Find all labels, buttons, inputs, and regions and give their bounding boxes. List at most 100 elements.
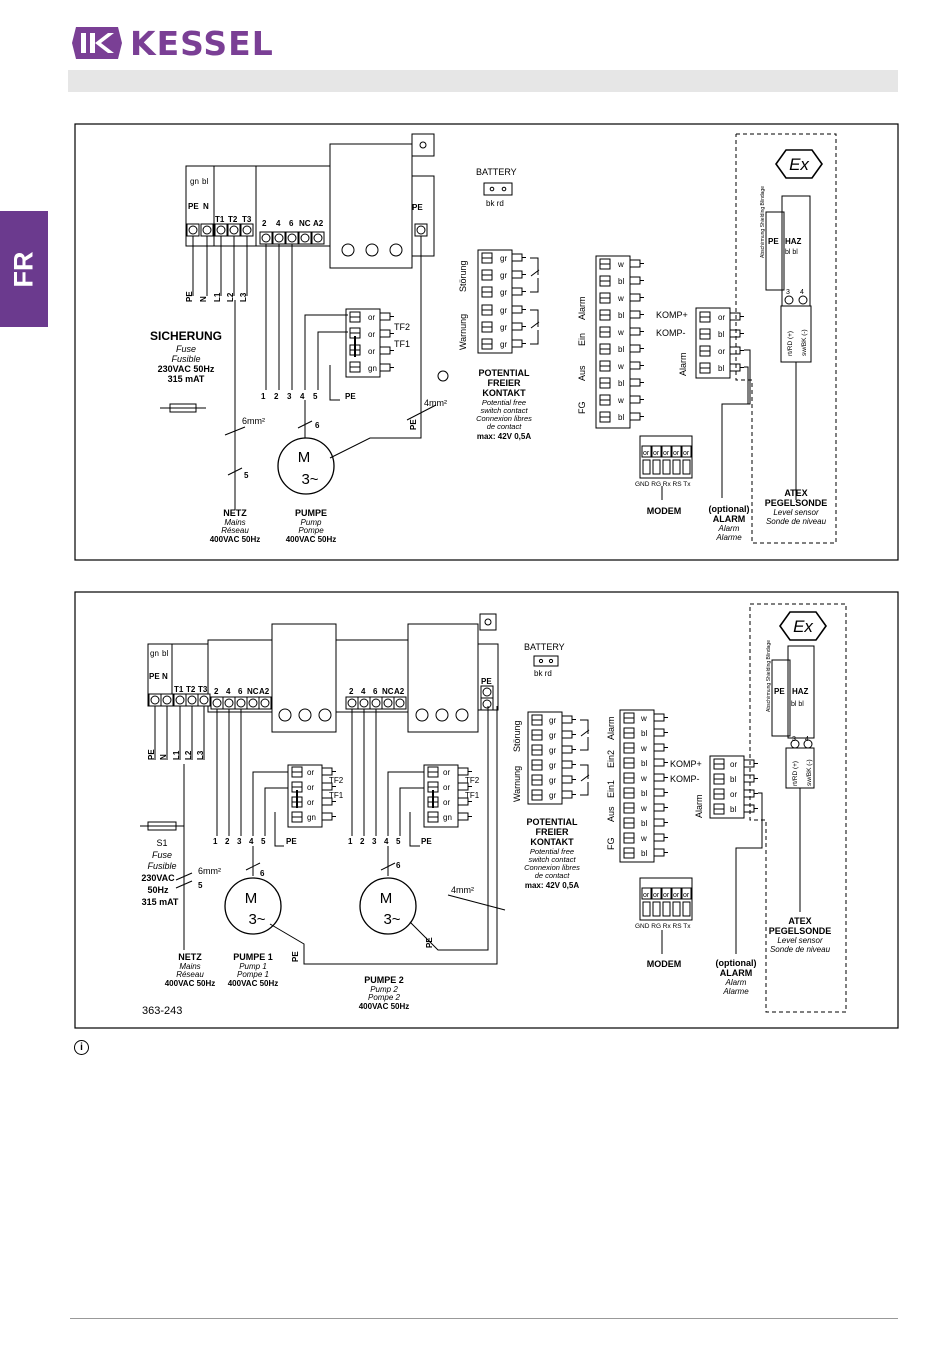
d2-n1: 1 <box>213 837 218 846</box>
d1-pot-l5: switch contact <box>480 406 528 415</box>
d2-motors <box>224 877 417 935</box>
d2-netz-l2: Réseau <box>176 970 204 979</box>
d1-tf-block <box>329 308 395 401</box>
d2-wire-l1: L1 <box>172 750 181 760</box>
d1-term-gn: gn <box>190 177 199 186</box>
d1-term-t3: T3 <box>242 215 252 224</box>
d2-s1-hz: 50Hz <box>147 885 169 895</box>
d2-term-t3: T3 <box>198 685 208 694</box>
info-icon: i <box>74 1040 89 1055</box>
d1-atex-l3: Level sensor <box>773 508 819 517</box>
d1-fuse-symbol <box>160 403 206 413</box>
d1-rw-5: bl <box>618 345 624 354</box>
d1-modem-or5: or <box>683 450 690 457</box>
d2-gr-1: gr <box>549 716 556 725</box>
d2-n2: 2 <box>225 837 230 846</box>
d1-pot-l3: KONTAKT <box>482 388 526 398</box>
d1-rw-7: bl <box>618 379 624 388</box>
d1-modem <box>639 435 693 500</box>
d1-term-n: N <box>203 202 209 211</box>
d2-battery <box>533 655 559 667</box>
d2-modem-or5: or <box>683 892 690 899</box>
d2-5b: 5 <box>198 881 203 890</box>
d1-motor-m: M <box>298 449 311 466</box>
d1-pot-l8: max: 42V 0,5A <box>477 432 531 441</box>
d1-wire-l1: L1 <box>213 292 222 302</box>
d1-tf-or3: or <box>368 347 375 356</box>
d1-sensor-4: 4 <box>800 289 804 296</box>
d2-komp-plus: KOMP+ <box>670 759 702 769</box>
d2-figure-code: 363-243 <box>142 1005 182 1017</box>
d2-fuse <box>140 821 184 831</box>
d1-gr-4: gr <box>500 306 507 315</box>
d1-alarm-l3: Alarm <box>718 524 740 533</box>
d2-s1-v: 230VAC <box>141 873 175 883</box>
d1-pot-l1: POTENTIAL <box>479 368 531 378</box>
d1-kw-2: or <box>718 347 725 356</box>
d1-wire-pe: PE <box>185 291 194 302</box>
d2-ex-symbol: Ex <box>793 617 813 636</box>
d1-kw-1: bl <box>718 330 724 339</box>
d2-p1-6: 6 <box>238 687 243 696</box>
d2-alarm-label: Alarm <box>606 716 616 740</box>
d2-wire-labels: PE N L1 L2 L3 1 2 3 4 5 PE 1 2 3 4 5 PE … <box>147 749 474 962</box>
d1-modem-or2: or <box>653 450 660 457</box>
d1-rw-3: bl <box>618 311 624 320</box>
d1-tf-labels: or or or gn TF2 TF1 <box>368 313 410 373</box>
d1-battery-text: BATTERY bk rd <box>476 167 517 208</box>
kessel-logo-mark <box>72 27 122 59</box>
d1-netz-l3: 400VAC 50Hz <box>210 535 261 544</box>
d2-m2: 2 <box>360 837 365 846</box>
d2-p2-l1: Pump 2 <box>370 985 398 994</box>
d2-m5: 5 <box>396 837 401 846</box>
d2-m2-p: 3~ <box>383 911 400 928</box>
d1-ein-label: Ein <box>577 333 587 346</box>
d2-p2-6: 6 <box>373 687 378 696</box>
d1-rw-8: w <box>617 396 624 405</box>
d2-m1-p: 3~ <box>248 911 265 928</box>
d1-term-bl: bl <box>202 177 208 186</box>
d2-alarm-l3: Alarm <box>725 978 747 987</box>
d2-p1-nc: NC <box>247 687 259 696</box>
d1-rw-4: w <box>617 328 624 337</box>
d1-netz-l1: Mains <box>224 518 245 527</box>
d2-wire-n: N <box>159 754 168 760</box>
d2-kw-2: or <box>730 790 737 799</box>
d1-fg-label: FG <box>577 402 587 415</box>
d2-a-tf1: TF1 <box>329 791 344 800</box>
d1-stoerung: Störung <box>458 260 468 292</box>
d1-atex-text: Ex PE HAZ bl bl Abschirmung Shielding Bl… <box>760 155 827 526</box>
d1-term-6: 6 <box>289 219 294 228</box>
d2-pe-v1: PE <box>291 951 300 962</box>
d1-battery <box>483 182 513 196</box>
d2-a-gn: gn <box>307 813 316 822</box>
d1-num-6: 6 <box>315 421 320 430</box>
d1-atex-l1: ATEX <box>784 488 807 498</box>
d2-tf-labels: or or or gn TF2 TF1 or or or gn TF2 TF1 <box>307 768 480 822</box>
d2-modem-pins: GND RG Rx RS Tx <box>635 923 691 930</box>
d2-wire-pe: PE <box>147 749 156 760</box>
d2-npe: PE <box>286 837 297 846</box>
d2-komp-block <box>709 755 763 954</box>
d1-wire-l2: L2 <box>226 292 235 302</box>
d2-gr-3: gr <box>549 746 556 755</box>
d2-term-pe: PE <box>149 672 160 681</box>
d2-s1-fusible: Fusible <box>147 861 176 871</box>
d1-num-5b: 5 <box>244 471 249 480</box>
d2-m4: 4 <box>384 837 389 846</box>
d1-modem-or1: or <box>643 450 650 457</box>
d2-relay-block <box>619 709 669 863</box>
d2-netz-l3: 400VAC 50Hz <box>165 979 216 988</box>
d2-wire-l3: L3 <box>196 750 205 760</box>
d2-rw-7: bl <box>641 819 647 828</box>
d2-relay-text: w bl w bl w bl w bl w bl Alarm Ein2 Ein1… <box>606 714 647 858</box>
d2-p1-4: 4 <box>226 687 231 696</box>
d1-gr-6: gr <box>500 340 507 349</box>
d1-mm4: 4mm² <box>424 398 447 408</box>
logo-text: KESSEL <box>130 23 274 63</box>
d2-modem-title: MODEM <box>647 959 682 969</box>
d2-term-n: N <box>162 672 168 681</box>
d1-sich-fuse: Fuse <box>176 344 196 354</box>
d1-gr-2: gr <box>500 271 507 280</box>
d2-p2-4: 4 <box>361 687 366 696</box>
